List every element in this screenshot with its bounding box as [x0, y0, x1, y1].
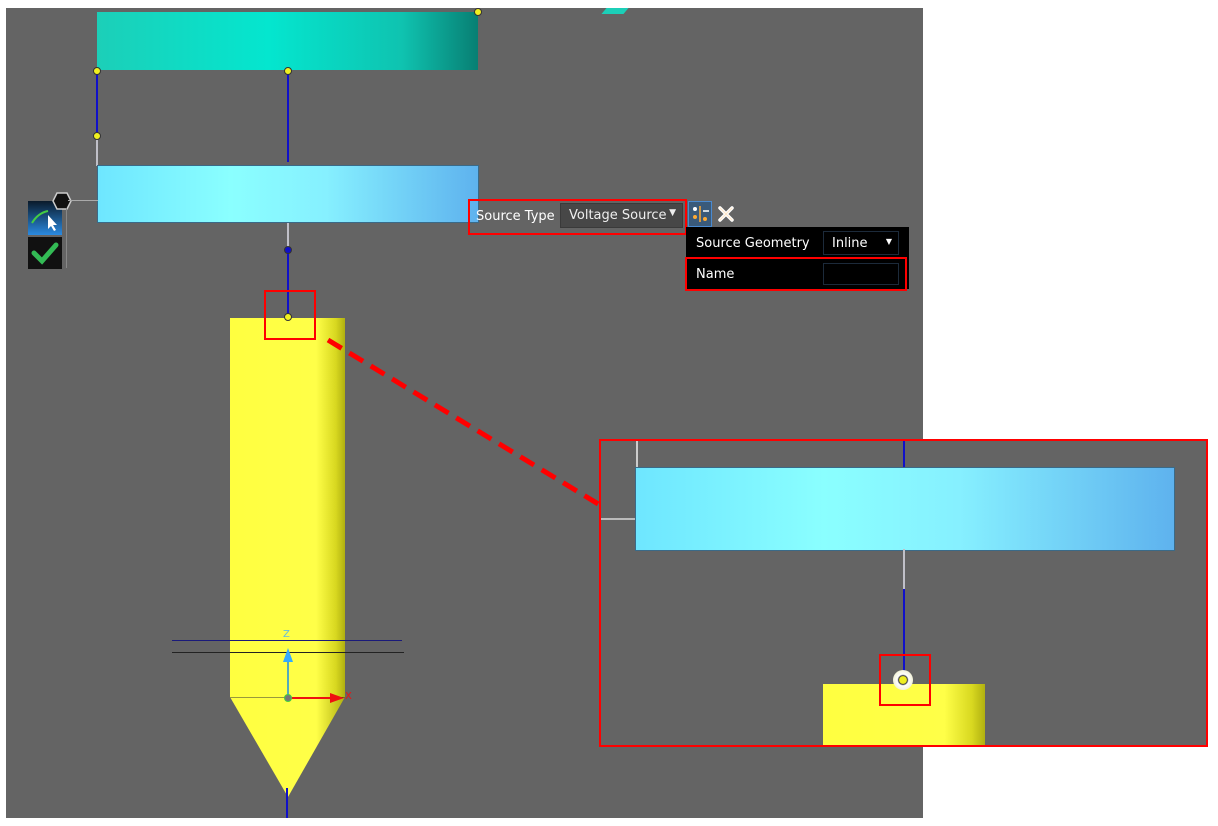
probe-body: [823, 684, 985, 745]
source-geometry-label: Source Geometry: [696, 236, 810, 251]
handle-line: [66, 208, 67, 268]
wire: [287, 252, 289, 318]
source-geometry-dropdown[interactable]: Inline ▼: [823, 231, 899, 255]
close-icon[interactable]: [716, 204, 736, 224]
handle-line: [68, 200, 98, 201]
feed-point[interactable]: [284, 313, 292, 321]
feed-point-highlight: [264, 290, 316, 340]
wire: [286, 788, 288, 818]
confirm-button[interactable]: [28, 237, 62, 269]
source-type-label: Source Type: [476, 209, 555, 224]
wire: [903, 441, 905, 467]
name-input[interactable]: [823, 263, 899, 285]
chevron-down-icon: ▼: [885, 237, 892, 246]
x-axis-arrow-icon: [330, 693, 344, 703]
wire: [96, 70, 98, 138]
handle-line: [601, 518, 635, 520]
z-axis-arrow-icon: [283, 648, 293, 662]
vertex-point[interactable]: [284, 246, 292, 254]
hexagon-handle-icon[interactable]: [52, 192, 72, 210]
name-label: Name: [696, 267, 735, 282]
wire: [287, 222, 289, 252]
top-conductor-block: [97, 12, 478, 70]
middle-conductor-block: [635, 467, 1175, 551]
zoom-inset: [599, 439, 1208, 747]
settings-sliders-icon: [693, 206, 709, 222]
z-axis-label: Z: [283, 629, 290, 640]
source-type-dropdown[interactable]: Voltage Source ▼: [560, 203, 683, 228]
source-type-highlight: [468, 199, 687, 235]
source-geometry-value: Inline: [832, 236, 868, 251]
probe-body: [230, 318, 345, 698]
origin-point: [284, 694, 292, 702]
wire: [903, 589, 905, 679]
path-cursor-icon: [31, 210, 57, 231]
vertex-point[interactable]: [93, 132, 101, 140]
source-settings-button[interactable]: [688, 201, 712, 227]
name-highlight: [685, 257, 907, 291]
z-axis: [287, 658, 289, 698]
edge-shape: [601, 8, 629, 14]
vertex-point[interactable]: [284, 67, 292, 75]
feed-point-marker[interactable]: [893, 670, 913, 690]
wire: [636, 441, 638, 467]
grid-line: [172, 640, 402, 641]
source-type-value: Voltage Source: [569, 208, 667, 223]
vertex-point[interactable]: [474, 8, 482, 16]
x-axis-label: X: [345, 691, 352, 702]
checkmark-icon: [31, 242, 59, 265]
wire: [903, 549, 905, 589]
vertex-point[interactable]: [93, 67, 101, 75]
middle-conductor-block: [97, 165, 479, 223]
probe-tip: [230, 697, 345, 797]
chevron-down-icon: ▼: [669, 208, 676, 218]
feed-point-highlight: [879, 654, 931, 706]
wire: [96, 138, 98, 166]
wire: [287, 70, 289, 162]
x-axis: [288, 697, 332, 699]
